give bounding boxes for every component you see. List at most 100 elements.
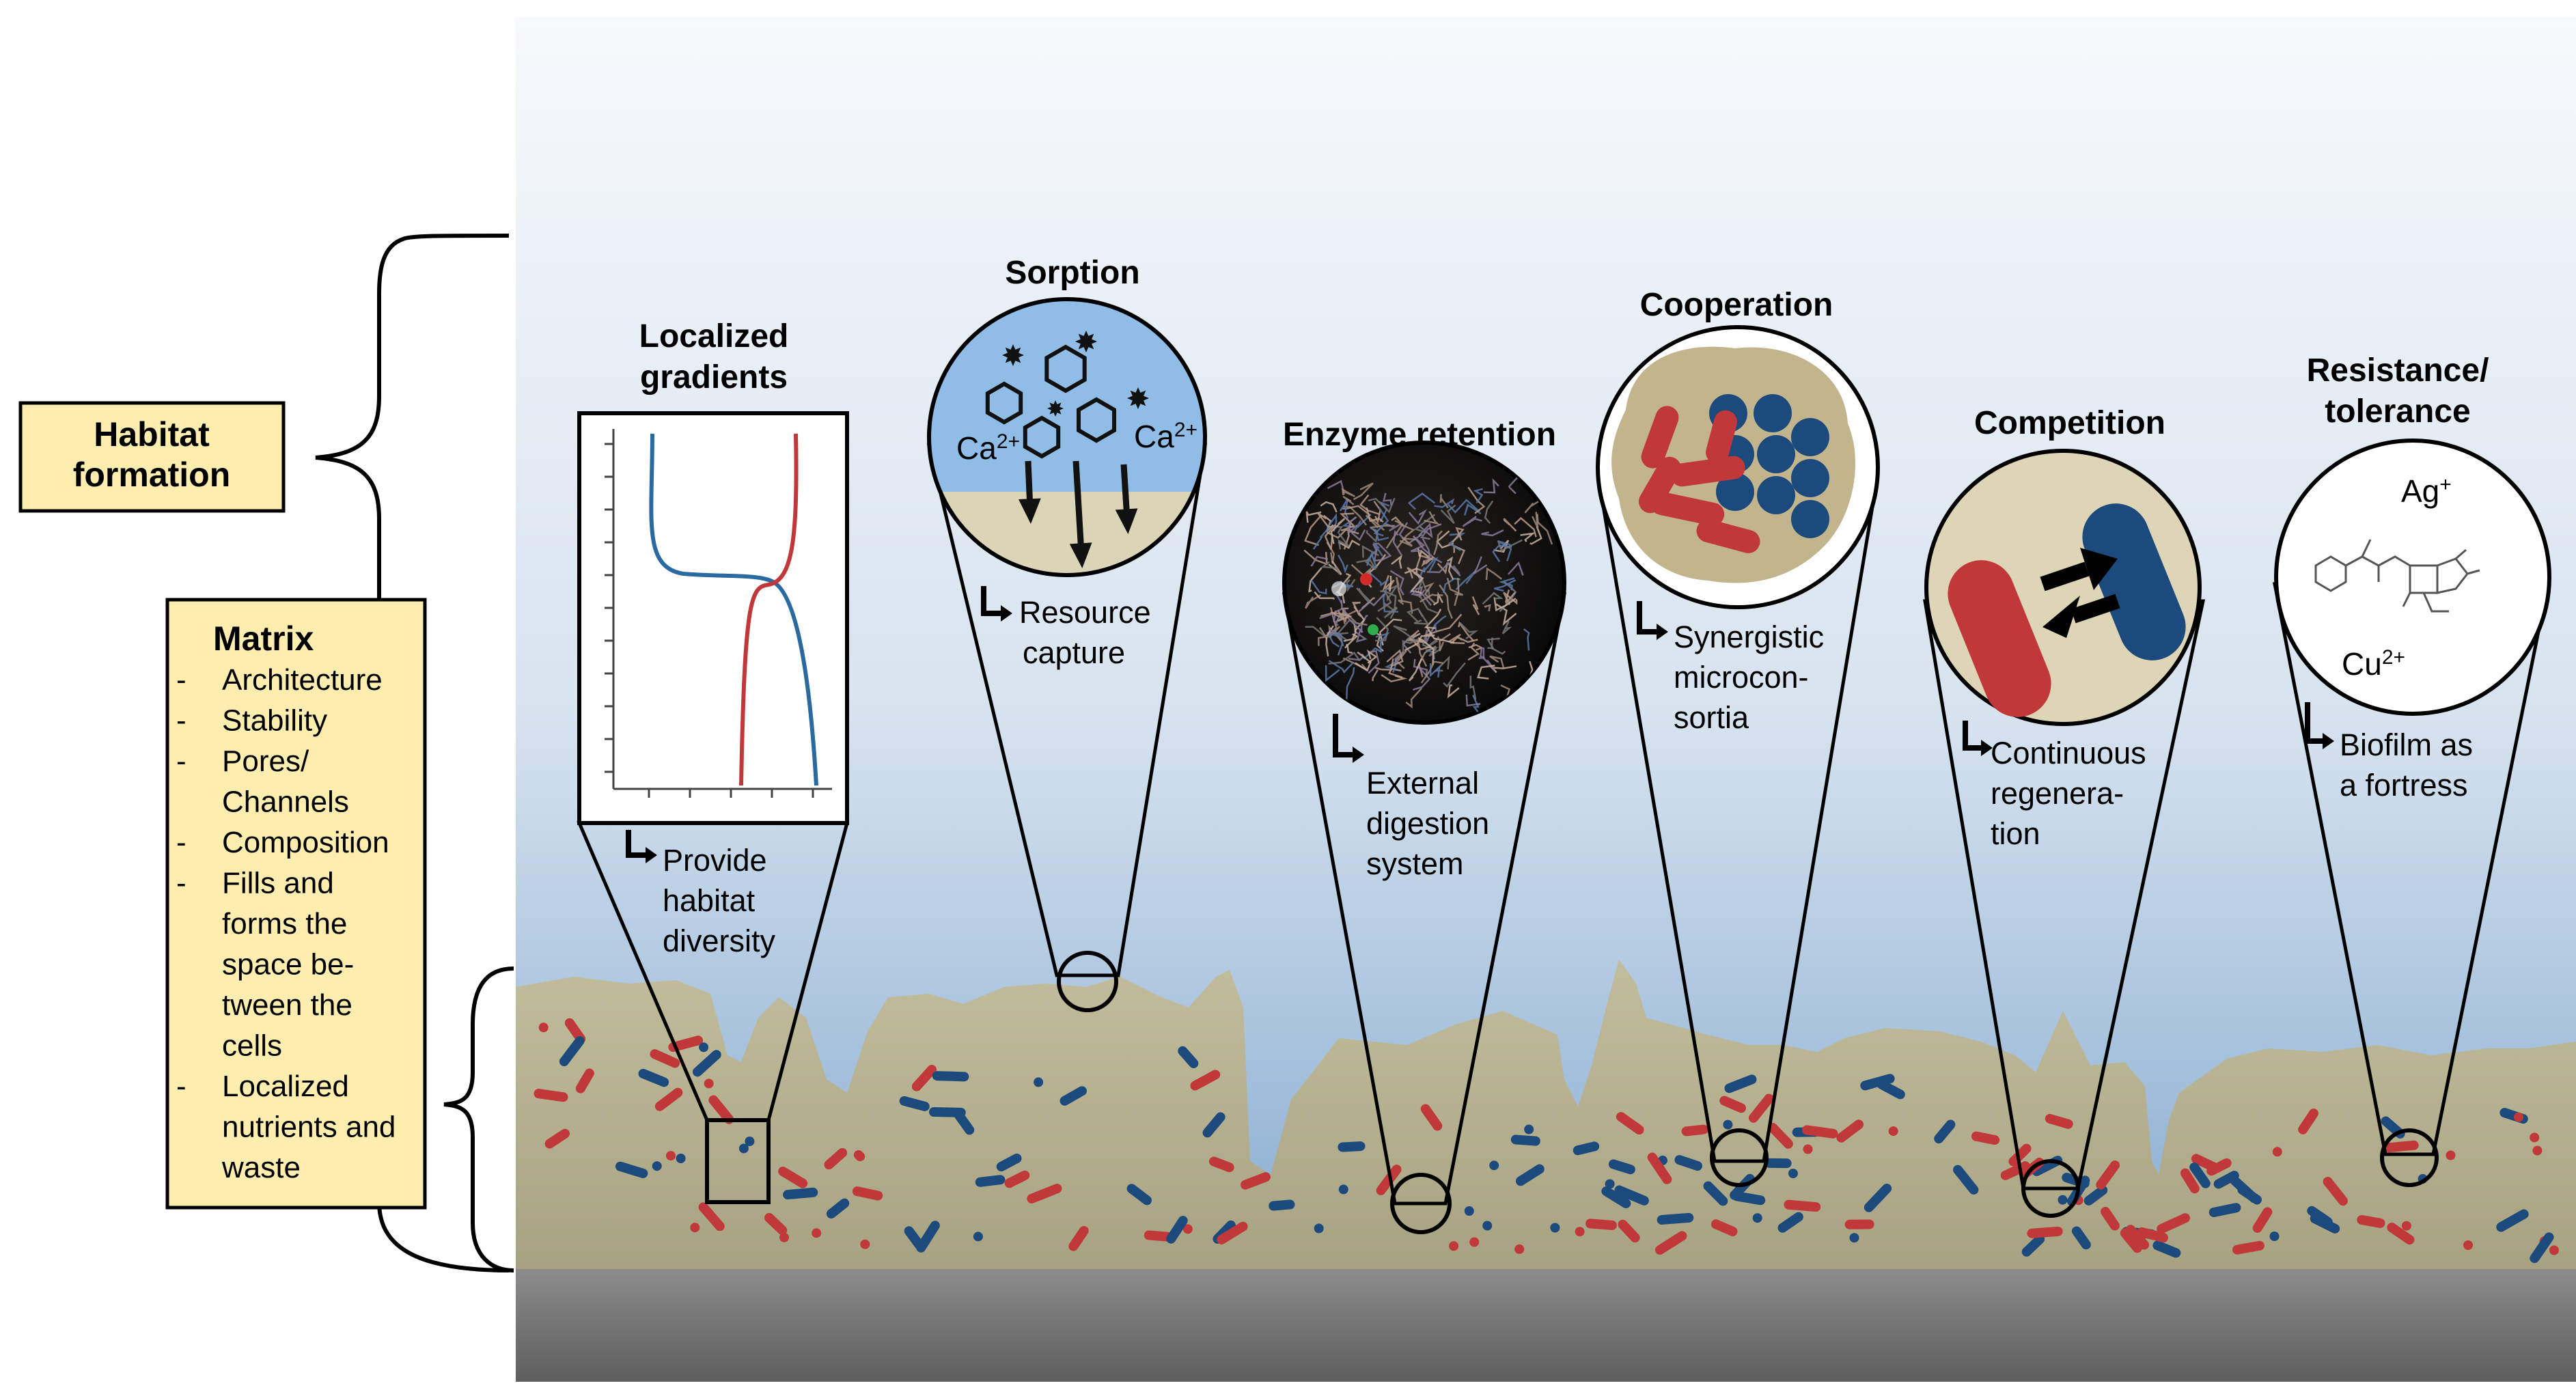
panel-title: Competition	[1974, 405, 2165, 441]
blue-cell	[1849, 1233, 1859, 1243]
blue-cell	[1764, 1158, 1792, 1169]
panel-note: diversity	[663, 923, 776, 958]
arrow-icon	[1333, 714, 1353, 757]
blue-cell	[615, 1161, 648, 1178]
arrow-icon	[1001, 605, 1012, 622]
panel-enzyme-retention: Enzyme retention External digestion syst…	[1282, 417, 1567, 1234]
arrow-icon	[1981, 740, 1993, 756]
red-cell	[2463, 1240, 2473, 1250]
blue-cell	[2530, 1232, 2554, 1264]
red-cell	[853, 1150, 863, 1160]
red-cell	[1641, 406, 1679, 469]
matrix-item: space be-	[222, 948, 354, 982]
panel-cooperation: Cooperation Synergistic microcon- sortia	[1596, 287, 1880, 1187]
exchange-arrow	[2042, 596, 2080, 638]
blue-cell	[1601, 1186, 1631, 1208]
matrix-item: cells	[222, 1029, 282, 1063]
panel-resistance-tolerance: Resistance/ tolerance Ag+ Cu2+ Biofilm a…	[2272, 352, 2551, 1187]
red-cell	[1650, 492, 1725, 526]
blue-cell	[929, 1106, 966, 1117]
antibiotic-structure	[2314, 539, 2480, 613]
star-molecule	[1047, 400, 1064, 417]
zoom-origin	[1390, 1173, 1452, 1234]
arrow-icon	[1963, 721, 1981, 751]
red-cell	[1706, 410, 1737, 464]
red-cell	[1836, 1119, 1864, 1143]
matrix-item: tween the	[222, 988, 352, 1022]
blue-gradient-curve	[649, 433, 818, 786]
blue-cell	[1754, 394, 1792, 432]
capture-arrow	[1115, 508, 1138, 534]
blue-cell	[1605, 1179, 1615, 1189]
blue-cell	[1860, 1074, 1895, 1091]
matrix-item: Composition	[222, 826, 389, 859]
blue-cell	[2021, 1234, 2045, 1257]
blue-cell	[899, 1096, 930, 1111]
blue-cell	[932, 1071, 969, 1082]
blue-cell	[676, 1154, 686, 1163]
red-cell	[779, 1232, 789, 1242]
blue-cell	[826, 1198, 850, 1219]
list-bullet: -	[176, 826, 186, 859]
red-cell	[1514, 1244, 1525, 1254]
red-cell	[1844, 1219, 1874, 1229]
arrow-icon	[2305, 702, 2323, 744]
red-cell	[2387, 1223, 2415, 1245]
red-cell	[1182, 1224, 1193, 1234]
panel-note: Continuous	[1991, 736, 2146, 770]
red-cell	[1469, 1237, 1480, 1247]
red-cell	[2298, 1108, 2318, 1135]
panel-note: sortia	[1674, 700, 1749, 735]
red-cell	[538, 1022, 549, 1033]
blue-cell	[2496, 1209, 2529, 1232]
red-cell	[1376, 1165, 1402, 1195]
lower-brace	[443, 966, 514, 1272]
blue-cell	[1060, 1086, 1087, 1106]
red-cell	[1217, 1221, 1248, 1244]
list-bullet: -	[176, 663, 186, 697]
matrix-list: -Architecture-Stability-Pores/Channels-C…	[176, 663, 396, 1184]
red-cell	[2272, 1147, 2282, 1157]
blue-cell	[2189, 1163, 2211, 1188]
exchange-arrow	[2071, 594, 2120, 624]
red-cell	[1748, 1094, 1774, 1123]
red-cell	[1647, 1152, 1672, 1184]
red-cell	[2125, 1225, 2150, 1250]
blue-cell	[1723, 1119, 1733, 1130]
red-cell	[1449, 1241, 1459, 1251]
red-cell	[852, 1186, 883, 1201]
blue-cell	[1338, 1184, 1348, 1195]
red-cell	[860, 1239, 870, 1249]
red-cell	[1241, 1172, 1271, 1190]
blue-cell	[1724, 1074, 1757, 1094]
panel-title: Sorption	[1005, 255, 1139, 291]
ion-label: Cu2+	[2342, 646, 2405, 682]
panel-note: system	[1366, 846, 1464, 881]
blue-cell	[2269, 1231, 2280, 1241]
red-cell	[1618, 1219, 1640, 1243]
list-bullet: -	[176, 867, 186, 900]
blue-cell	[1202, 1112, 1225, 1138]
panel-title: tolerance	[2325, 393, 2470, 430]
gradient-plot-frame	[577, 411, 849, 825]
red-cell	[1027, 1184, 1062, 1203]
blue-cell	[2071, 1226, 2091, 1250]
red-cell	[708, 1095, 734, 1124]
cooperation-circle	[1596, 325, 1880, 609]
blue-cell	[2083, 1185, 2108, 1206]
matrix-title: Matrix	[213, 620, 314, 658]
blue-cell	[1953, 1165, 1979, 1195]
panel-note: tion	[1991, 816, 2040, 851]
red-cell	[1575, 1227, 1585, 1237]
blue-cell	[1269, 1199, 1295, 1211]
upper-brace	[315, 234, 510, 1272]
blue-cell	[2208, 1203, 2241, 1217]
red-cell	[2532, 1145, 2543, 1156]
blue-cell	[699, 1042, 709, 1053]
matrix-box	[165, 598, 427, 1210]
red-cell	[764, 1212, 788, 1236]
red-cell	[2549, 1245, 2559, 1255]
sorption-circle	[927, 297, 1207, 577]
arrow-icon	[2323, 733, 2334, 749]
blue-cell	[1524, 1124, 1534, 1135]
